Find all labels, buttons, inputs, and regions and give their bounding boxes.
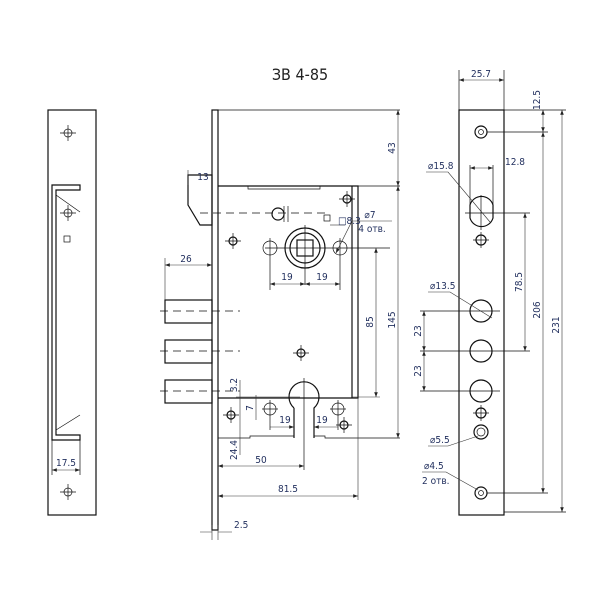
screw-hole-icon [60,484,76,500]
screw-icon [336,417,352,433]
screw-icon [339,191,355,207]
dim-cyl-right: 19 [316,415,328,426]
dim-mount-dia: ⌀4.5 [424,461,444,472]
dim-backset-vertical: 85 [365,316,376,327]
drawing-title: ЗВ 4-85 [272,65,328,84]
screw-hole-icon [60,125,76,141]
screw-icon [473,232,489,248]
dim-bolt-pitch-1: 23 [413,325,424,336]
spindle-hub [265,225,390,285]
latch-slot [465,195,530,230]
screw-icon [473,405,489,421]
cylinder-keyhole [288,378,320,470]
screw-icon [225,233,241,249]
dim-spindle-square: □8.3 [338,216,361,227]
dim-cyl-left: 19 [279,415,291,426]
dim-mount-count: 2 отв. [422,476,449,487]
dim-slot-to-bolt: 78.5 [514,272,525,292]
dim-strike-length: 231 [551,316,562,333]
dim-body-depth: 81.5 [278,484,298,495]
dim-cyl-bottom: 24.4 [229,440,240,460]
dim-screw-dia: ⌀5.5 [430,435,450,446]
faceplate-front-view: 17.5 [47,109,97,516]
mount-hole-icon [474,486,488,500]
dim-body-height: 145 [387,311,398,328]
strike-plate-view: 25.7 12.5 12.8 ⌀15.8 ⌀13.5 23 23 78.5 ⌀5… [413,69,566,516]
screw-icon [293,345,309,361]
dim-top-offset: 43 [387,142,398,153]
dim-cyl-offset: 3.2 [229,378,240,392]
screw-hole-icon [473,424,489,440]
dim-cyl-hole-offset: 7 [245,405,256,411]
lock-body-side-view: 13 26 □8.3 ⌀7 4 отв. 19 19 [160,109,400,540]
dim-hole-count: 4 отв. [358,224,385,235]
dim-latch: 13 [197,172,208,183]
dim-strike-width: 25.7 [471,69,491,80]
dim-slot-dia: ⌀15.8 [428,161,454,172]
dim-spindle-left: 19 [281,272,293,283]
screw-icon [223,407,239,423]
dim-bolt-pitch-2: 23 [413,365,424,376]
dim-slot-width: 12.8 [505,157,525,168]
dim-hole-dia: ⌀7 [364,210,375,221]
dim-spindle-right: 19 [316,272,328,283]
dim-bolt-throw: 26 [180,254,192,265]
screw-hole-icon [60,205,76,221]
dim-faceplate-thickness: 2.5 [234,520,248,531]
mount-hole-icon [474,125,488,139]
dim-faceplate-inner: 17.5 [56,458,76,469]
dim-bolt-hole-dia: ⌀13.5 [430,281,455,292]
dim-screw-span: 206 [532,301,543,318]
dim-backset: 50 [255,455,267,466]
dim-strike-top: 12.5 [532,90,543,110]
